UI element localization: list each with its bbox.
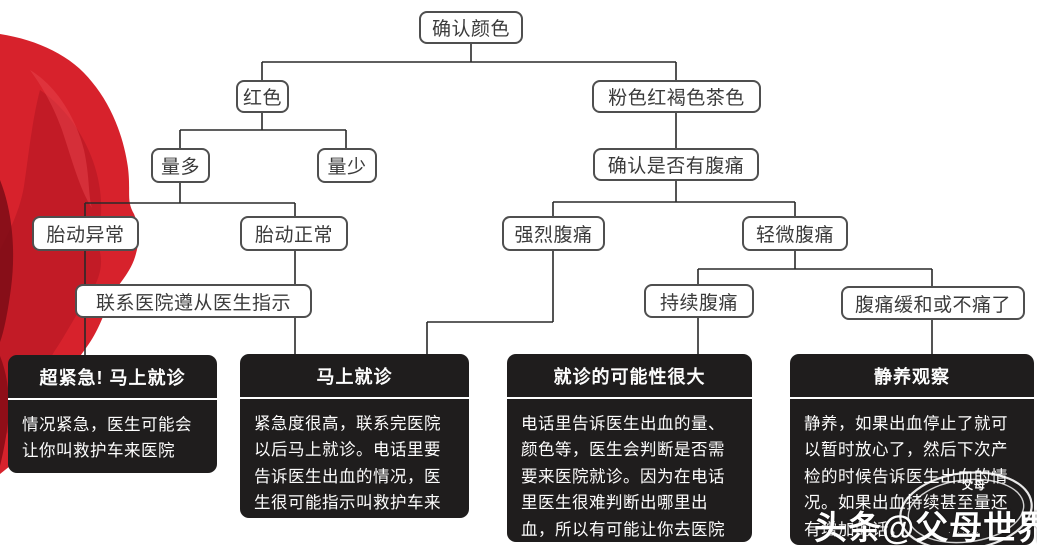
node-red: 红色 bbox=[236, 80, 289, 113]
outcome-title: 马上就诊 bbox=[240, 354, 469, 399]
outcome-card-super-urgent: 超紧急! 马上就诊 情况紧急，医生可能会让你叫救护车来医院 bbox=[8, 355, 217, 473]
node-mild-pain: 轻微腹痛 bbox=[742, 216, 848, 251]
outcome-card-likely-visit: 就诊的可能性很大 电话里告诉医生出血的量、颜色等，医生会判断是否需要来医院就诊。… bbox=[507, 354, 752, 542]
outcome-card-rest-observe: 静养观察 静养，如果出血停止了就可以暂时放心了，然后下次产检的时候告诉医生出血的… bbox=[790, 354, 1034, 545]
node-severe-pain: 强烈腹痛 bbox=[502, 216, 605, 251]
watermark-stamp-dots: ······· bbox=[948, 528, 981, 537]
watermark-stamp-label: 父母 bbox=[962, 480, 986, 492]
outcome-body: 情况紧急，医生可能会让你叫救护车来医院 bbox=[22, 416, 192, 461]
outcome-title: 静养观察 bbox=[790, 354, 1034, 399]
node-fetal-abnormal: 胎动异常 bbox=[32, 216, 139, 251]
node-fetal-normal: 胎动正常 bbox=[240, 216, 348, 251]
node-pain-eased: 腹痛缓和或不痛了 bbox=[841, 286, 1025, 320]
node-confirm-pain: 确认是否有腹痛 bbox=[593, 148, 759, 181]
outcome-card-see-doctor-now: 马上就诊 紧急度很高，联系完医院以后马上就诊。电话里要告诉医生出血的情况，医生很… bbox=[240, 354, 469, 518]
watermark-stamp-icon bbox=[899, 471, 1033, 551]
watermark-text: 头条@父母世界 bbox=[814, 509, 1037, 546]
node-confirm-color: 确认颜色 bbox=[419, 11, 523, 44]
outcome-body: 静养，如果出血停止了就可以暂时放心了，然后下次产检的时候告诉医生出血的情况。如果… bbox=[804, 415, 1008, 539]
outcome-body: 紧急度很高，联系完医院以后马上就诊。电话里要告诉医生出血的情况，医生很可能指示叫… bbox=[254, 415, 441, 513]
node-contact-hospital: 联系医院遵从医生指示 bbox=[75, 284, 312, 318]
node-pink-brown: 粉色红褐色茶色 bbox=[592, 80, 761, 113]
outcome-title: 超紧急! 马上就诊 bbox=[8, 355, 217, 400]
node-amount-much: 量多 bbox=[151, 148, 210, 183]
node-persistent-pain: 持续腹痛 bbox=[644, 284, 754, 318]
outcome-title: 就诊的可能性很大 bbox=[507, 354, 752, 399]
outcome-body: 电话里告诉医生出血的量、颜色等，医生会判断是否需要来医院就诊。因为在电话里医生很… bbox=[521, 415, 725, 539]
node-amount-little: 量少 bbox=[317, 148, 377, 183]
